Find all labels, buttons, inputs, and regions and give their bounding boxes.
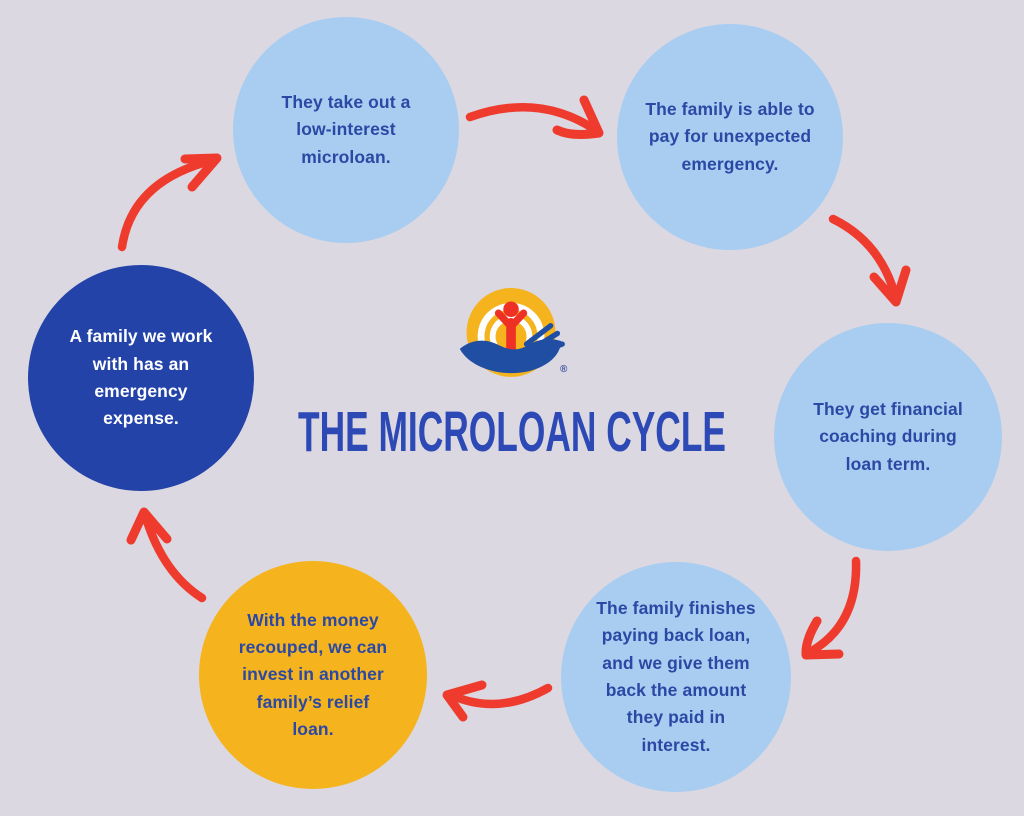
arrow-right-icon <box>465 95 604 139</box>
arrow-up-left-icon <box>126 507 207 603</box>
step-text: They take out a low-interest microloan. <box>281 92 411 167</box>
page-title: THE MICROLOAN CYCLE <box>297 400 726 464</box>
united-way-logo-icon <box>454 283 570 380</box>
step-circle-take-out-microloan: They take out a low-interest microloan. <box>233 17 459 243</box>
step-text: A family we work with has an emergency e… <box>69 326 213 429</box>
arrow-up-right-icon <box>117 153 222 252</box>
step-text: The family finishes paying back loan, an… <box>596 598 756 755</box>
arrow-left-icon <box>442 680 553 722</box>
arrow-down-left-icon <box>801 556 861 660</box>
step-text: With the money recouped, we can invest i… <box>238 609 388 739</box>
arrow-down-right-icon <box>828 214 911 307</box>
step-circle-financial-coaching: They get financial coaching during loan … <box>774 323 1002 551</box>
step-circle-pay-for-emergency: The family is able to pay for unexpected… <box>617 24 843 250</box>
step-text: The family is able to pay for unexpected… <box>645 99 815 174</box>
step-circle-pay-back-loan: The family finishes paying back loan, an… <box>561 562 791 792</box>
step-circle-reinvest-money: With the money recouped, we can invest i… <box>199 561 427 789</box>
step-circle-emergency-expense: A family we work with has an emergency e… <box>28 265 254 491</box>
step-text: They get financial coaching during loan … <box>813 399 963 474</box>
registered-trademark-symbol: ® <box>560 364 568 375</box>
